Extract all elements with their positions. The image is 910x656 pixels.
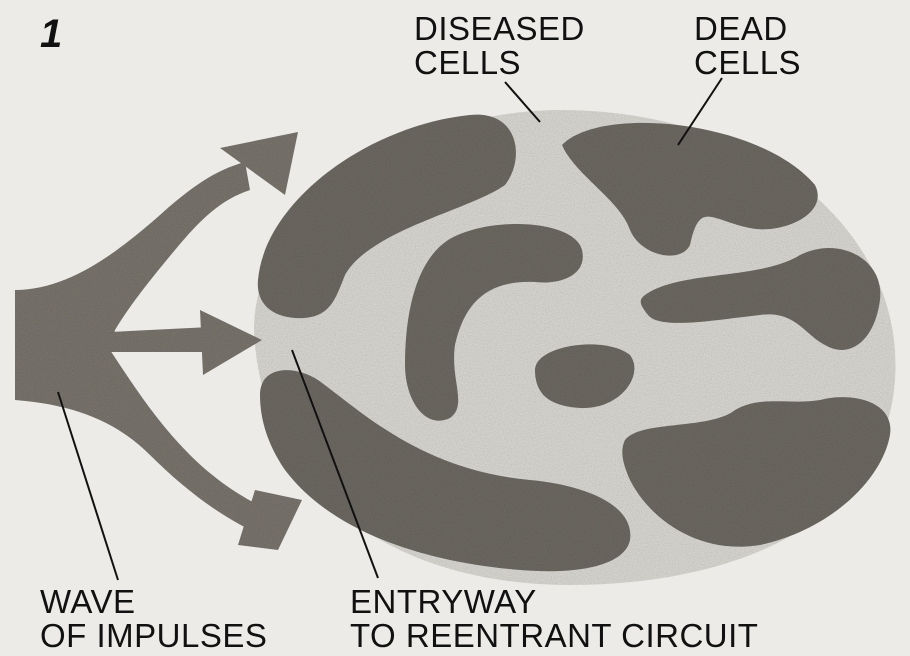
lower-arrowhead	[238, 490, 302, 550]
middle-arrowhead	[200, 310, 262, 375]
middle-arrow-shaft	[110, 327, 212, 352]
wave-of-impulses	[15, 132, 302, 550]
